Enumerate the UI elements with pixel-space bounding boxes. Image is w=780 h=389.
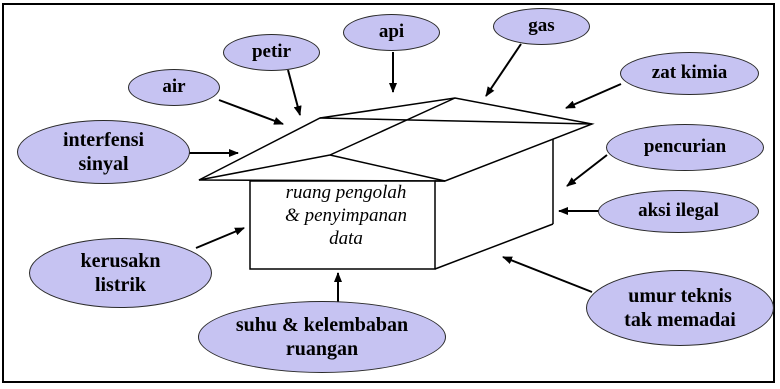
roof-hip-left: [198, 154, 331, 181]
house-shape: [198, 97, 595, 270]
threat-umur-teknis: umur teknis tak memadai: [586, 270, 774, 346]
arrow-gas: [485, 43, 522, 97]
roof-valley: [329, 97, 456, 156]
arrow-zat-kimia: [565, 83, 622, 109]
arrow-air: [218, 99, 284, 125]
arrow-pencurian: [566, 154, 608, 187]
room-label: ruang pengolah & penyimpanan data: [285, 182, 407, 249]
threat-zat-kimia: zat kimia: [620, 52, 759, 95]
roof-ridge: [319, 117, 593, 125]
room-side-wall-bottom: [434, 223, 554, 270]
threat-gas: gas: [493, 8, 590, 45]
threat-pencurian: pencurian: [606, 124, 764, 171]
arrow-kerusakan: [195, 227, 245, 249]
threat-air: air: [128, 69, 220, 106]
threat-kerusakan-listrik: kerusakn listrik: [29, 238, 212, 308]
diagram-frame: [2, 3, 775, 383]
room-front-wall: [249, 180, 436, 270]
arrow-umur-teknis: [502, 256, 593, 293]
arrow-petir: [287, 69, 302, 116]
arrows: [188, 43, 622, 305]
threat-suhu-kelembaban: suhu & kelembaban ruangan: [198, 301, 446, 373]
threat-aksi-ilegal: aksi ilegal: [598, 190, 759, 233]
threat-api: api: [343, 14, 440, 51]
threat-interfensi-sinyal: interfensi sinyal: [17, 120, 190, 184]
roof-hip-right: [329, 154, 446, 182]
threat-petir: petir: [223, 34, 320, 71]
